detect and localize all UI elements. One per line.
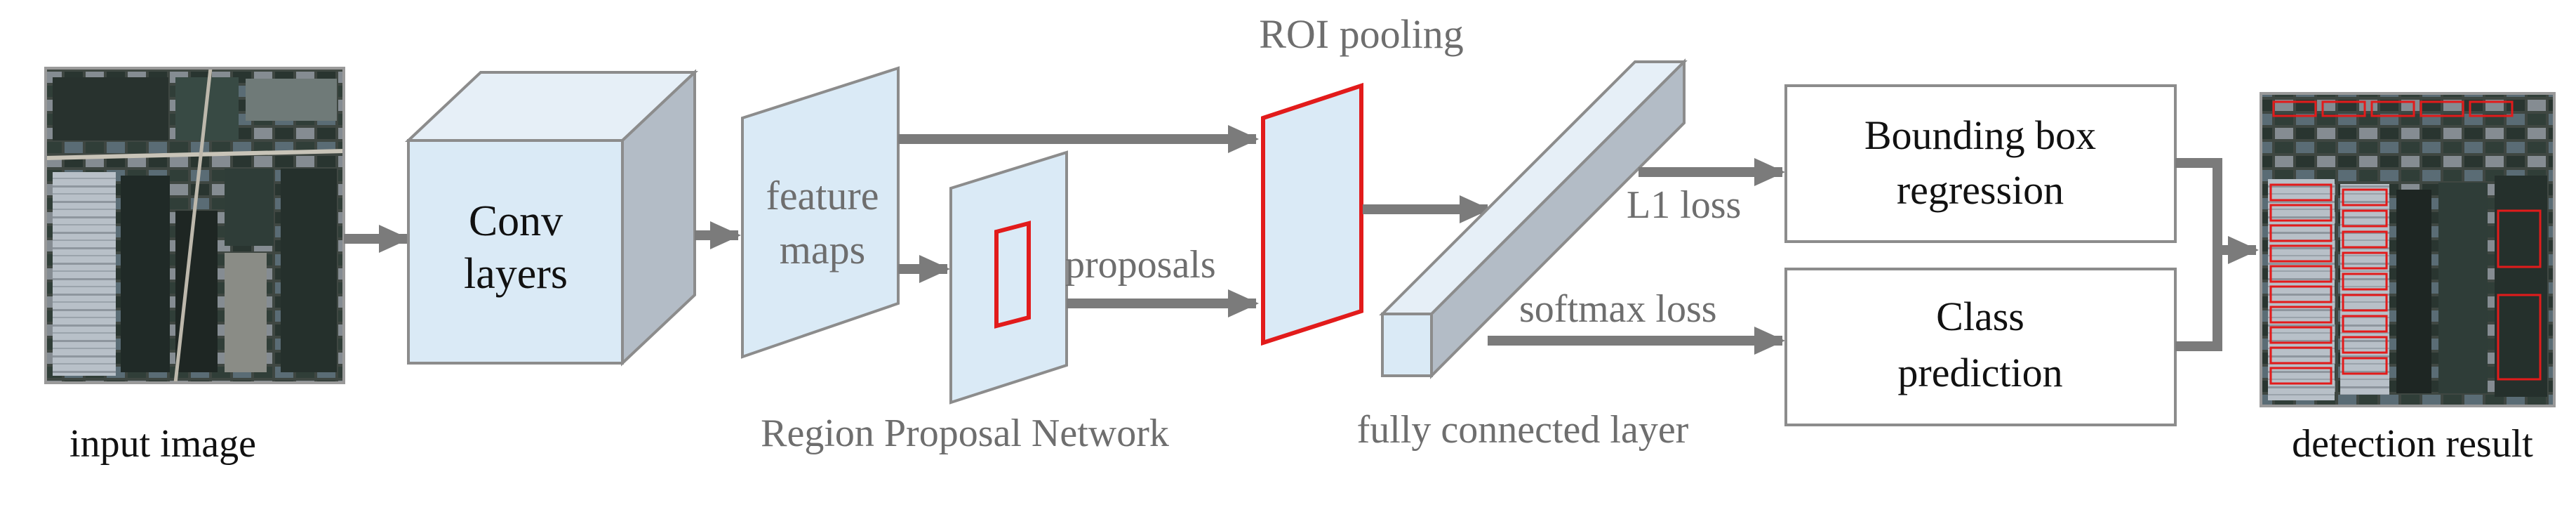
softmax-loss-label: softmax loss [1519,287,1717,331]
bbox-label-line2: regression [1897,167,2064,213]
fully-connected-layer [1379,58,1688,379]
bbox-label-line1: Bounding box [1864,112,2096,158]
feature-label-line1: feature [766,173,879,218]
proposals-label: proposals [1065,243,1216,287]
detection-result-image [2260,92,2556,407]
detection-result-label: detection result [2292,422,2533,466]
input-image-label: input image [69,422,256,466]
class-prediction-box [1784,268,2177,426]
rpn-label: Region Proposal Network [761,412,1169,455]
conv-label-line1: Conv [469,197,563,245]
class-label-line2: prediction [1897,350,2062,395]
l1-loss-label: L1 loss [1627,183,1741,227]
merge-connector [2175,158,2222,351]
rpn-plane [949,150,1068,405]
feature-maps [741,66,900,359]
roi-pooling-label: ROI pooling [1259,11,1464,57]
roi-pooling-plane [1261,82,1363,346]
fc-layer-label: fully connected layer [1357,408,1689,452]
proposal-box [994,221,1031,329]
conv-label-line2: layers [464,250,568,298]
input-image [44,67,345,384]
class-label-line1: Class [1936,294,2024,339]
conv-layers-cube [404,69,699,367]
bbox-regression-box [1784,84,2177,243]
feature-label-line2: maps [780,227,865,273]
